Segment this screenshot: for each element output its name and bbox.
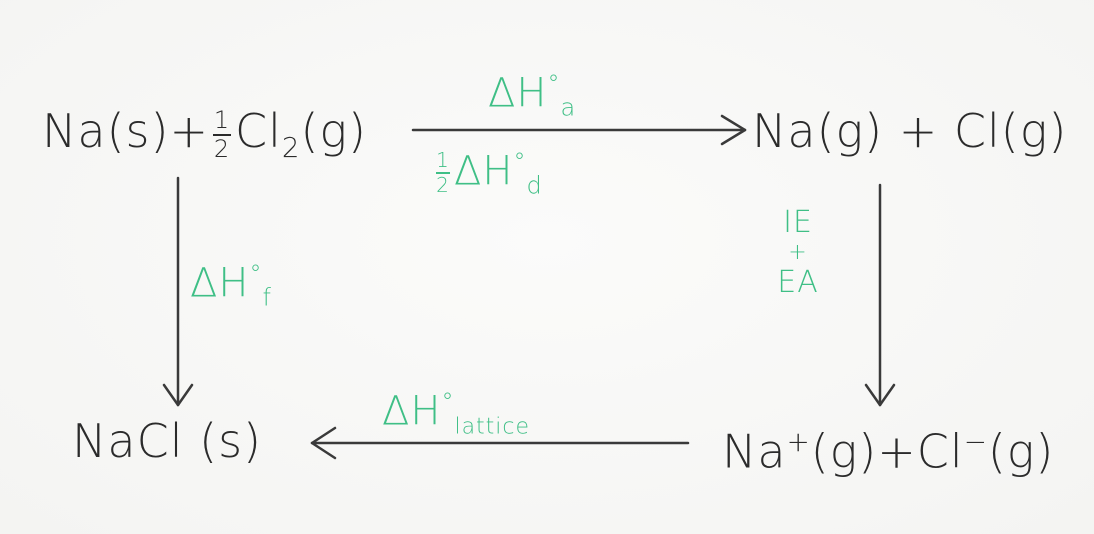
formation-arrow xyxy=(162,176,194,407)
electron-affinity-text: EA xyxy=(777,265,819,300)
sodium-ion-charge: + xyxy=(786,425,811,458)
chlorine-subscript: 2 xyxy=(281,131,301,165)
ions-middle: (g)+Cl xyxy=(810,424,964,479)
chloride-ion-charge: − xyxy=(963,425,988,458)
atomization-enthalpy-label: ΔH°a xyxy=(488,70,577,122)
sodium-solid: Na(s) xyxy=(42,104,170,158)
ionization-plus-text: + xyxy=(788,240,808,265)
sodium-ion: Na xyxy=(722,424,787,479)
chlorine-gas: Cl xyxy=(235,104,282,158)
gaseous-atoms-label: Na(g) + Cl(g) xyxy=(752,104,1068,158)
ionization-energy-text: IE xyxy=(783,205,813,240)
atomization-arrow xyxy=(411,114,747,146)
ions-state: (g) xyxy=(987,424,1055,479)
lattice-arrow xyxy=(310,426,690,460)
formation-enthalpy-label: ΔH°f xyxy=(190,260,272,312)
lattice-enthalpy-label: ΔH°lattice xyxy=(382,388,531,440)
gas-state: (g) xyxy=(300,104,367,158)
ionization-arrow xyxy=(864,183,896,407)
sodium-chloride-solid-label: NaCl (s) xyxy=(72,414,262,468)
ionization-affinity-label: IE + EA xyxy=(768,208,828,298)
gaseous-ions-label: Na+(g)+Cl−(g) xyxy=(722,425,1054,475)
plus-sign: + xyxy=(169,104,210,158)
